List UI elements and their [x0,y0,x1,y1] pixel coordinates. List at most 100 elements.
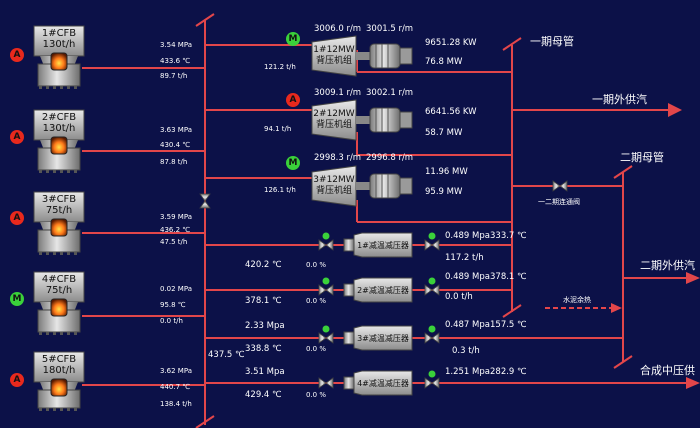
boiler-5-name: 5#CFB [41,354,77,365]
boiler-2-pressure: 3.63 MPa [160,126,193,134]
valve-reducer4-out[interactable] [424,377,440,389]
reducer-4-valve: 0.0 % [306,391,327,399]
reducer-3-out-flow: 0.3 t/h [452,346,480,356]
turbine-3-speed-b: 2996.8 r/m [366,153,414,163]
boiler-1-pressure: 3.54 MPa [160,41,193,49]
valve-reducer2-in[interactable] [318,284,334,296]
valve-reducer2-out[interactable] [424,284,440,296]
boiler-3-temp: 436.2 ℃ [160,226,191,234]
turbine-2-status-badge[interactable]: A [286,93,300,107]
reducer-3-out-press: 0.487 Mpa [445,320,490,330]
header-temp: 437.5 ℃ [208,350,245,360]
reducer-4-name: 4#减温减压器 [357,379,409,388]
valve-reducer3-in[interactable] [318,332,334,344]
reducer-2-valve: 0.0 % [306,297,327,305]
reducer-1-out-temp: 333.7 ℃ [490,231,527,241]
reducer-4[interactable] [343,370,413,396]
reducer-1-in-temp: 420.2 ℃ [245,260,282,270]
turbine-3-power: 11.96 MW [425,167,468,177]
boiler-4-temp: 95.8 ℃ [160,301,186,309]
boiler-2-temp: 430.4 ℃ [160,141,191,149]
boiler-1[interactable] [33,25,85,89]
valve-header[interactable] [199,193,211,209]
turbine-2-out: 58.7 MW [425,128,463,138]
turbine-1-power: 9651.28 KW [425,38,477,48]
boiler-5-temp: 440.7 ℃ [160,383,191,391]
turbine-3[interactable] [311,165,413,207]
phase2-header-label: 二期母管 [620,151,664,164]
reducer-1-out-flow: 117.2 t/h [445,253,484,263]
boiler-5[interactable] [33,351,85,411]
tie-valve-label: 一二期连通阀 [538,198,580,206]
cement-heat-label: 水泥余热 [563,296,591,304]
turbine-2-power: 6641.56 KW [425,107,477,117]
turbine-1[interactable] [311,35,413,77]
reducer-2-in-temp: 378.1 ℃ [245,296,282,306]
valve-tie[interactable] [552,180,568,192]
turbine-3-name: 3#12MW [313,175,355,185]
boiler-4-flow: 0.0 t/h [160,317,183,325]
reducer-4-in-temp: 429.4 ℃ [245,390,282,400]
boiler-1-temp: 433.6 ℃ [160,57,191,65]
boiler-5-capacity: 180t/h [42,365,76,376]
turbine-2[interactable] [311,99,413,141]
boiler-2[interactable] [33,109,85,173]
boiler-3-capacity: 75t/h [45,205,73,216]
boiler-4-status-badge[interactable]: M [10,292,24,306]
boiler-4-name: 4#CFB [41,274,77,285]
boiler-4-capacity: 75t/h [45,285,73,296]
turbine-2-name: 2#12MW [313,109,355,119]
reducer-3[interactable] [343,325,413,351]
reducer-2[interactable] [343,277,413,303]
boiler-3-pressure: 3.59 MPa [160,213,193,221]
boiler-2-name: 2#CFB [41,112,77,123]
turbine-1-type: 背压机组 [315,56,352,66]
boiler-4-pressure: 0.02 MPa [160,285,193,293]
reducer-4-out-temp: 282.9 ℃ [490,367,527,377]
reducer-2-name: 2#减温减压器 [357,286,409,295]
boiler-2-status-badge[interactable]: A [10,130,24,144]
turbine-1-out: 76.8 MW [425,57,463,67]
boiler-3-status-badge[interactable]: A [10,211,24,225]
boiler-5-flow: 138.4 t/h [160,400,192,408]
reducer-3-in-press: 2.33 Mpa [245,321,285,331]
reducer-1-out-press: 0.489 Mpa [445,231,490,241]
boiler-3[interactable] [33,191,85,255]
boiler-1-capacity: 130t/h [42,39,76,50]
boiler-1-name: 1#CFB [41,28,77,39]
reducer-3-out-temp: 157.5 ℃ [490,320,527,330]
boiler-4[interactable] [33,271,85,335]
phase1-header-label: 一期母管 [530,35,574,48]
boiler-2-capacity: 130t/h [42,123,76,134]
turbine-3-inflow: 126.1 t/h [264,186,296,194]
turbine-3-speed-a: 2998.3 r/m [314,153,362,163]
turbine-1-name: 1#12MW [313,45,355,55]
turbine-3-out: 95.9 MW [425,187,463,197]
reducer-2-out-press: 0.489 Mpa [445,272,490,282]
valve-reducer1-in[interactable] [318,239,334,251]
reducer-3-valve: 0.0 % [306,345,327,353]
turbine-2-speed-a: 3009.1 r/m [314,88,362,98]
turbine-2-inflow: 94.1 t/h [264,125,292,133]
turbine-1-status-badge[interactable]: M [286,32,300,46]
turbine-1-speed-a: 3006.0 r/m [314,24,362,34]
boiler-1-status-badge[interactable]: A [10,48,24,62]
valve-reducer1-out[interactable] [424,239,440,251]
reducer-4-out-press: 1.251 Mpa [445,367,490,377]
boiler-5-status-badge[interactable]: A [10,373,24,387]
turbine-1-inflow: 121.2 t/h [264,63,296,71]
phase2-supply-label: 二期外供汽 [640,259,695,272]
boiler-2-flow: 87.8 t/h [160,158,188,166]
reducer-2-out-flow: 0.0 t/h [445,292,473,302]
boiler-3-name: 3#CFB [41,194,77,205]
reducer-2-out-temp: 378.1 ℃ [490,272,527,282]
reducer-3-in-temp: 338.8 ℃ [245,344,282,354]
turbine-2-type: 背压机组 [315,120,352,130]
valve-reducer4-in[interactable] [318,377,334,389]
valve-reducer3-out[interactable] [424,332,440,344]
reducer-1[interactable] [343,232,413,258]
medium-supply-label: 合成中压供 [640,364,695,377]
reducer-1-valve: 0.0 % [306,261,327,269]
turbine-3-status-badge[interactable]: M [286,156,300,170]
boiler-1-flow: 89.7 t/h [160,72,188,80]
